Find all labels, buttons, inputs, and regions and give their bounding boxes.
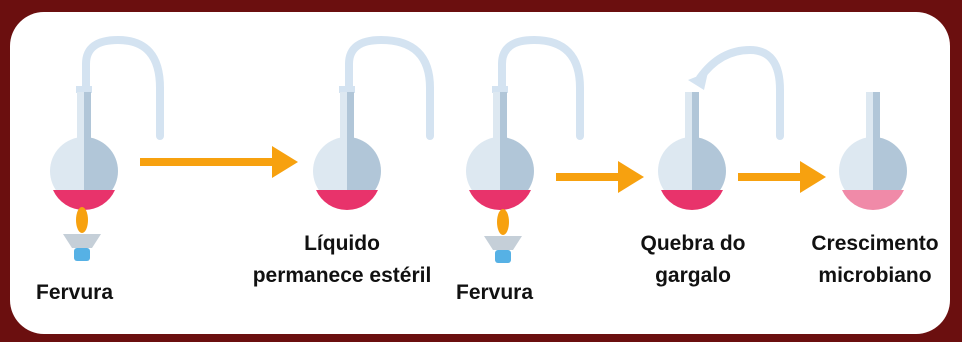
arrow-3 <box>738 161 826 193</box>
flask-2-swan-neck <box>313 35 434 211</box>
step-4-label-line-2: gargalo <box>655 264 731 287</box>
step-2-label-line-2: permanece estéril <box>252 264 432 287</box>
step-2-label-line-1: Líquido <box>304 232 380 255</box>
contaminated-liquid <box>842 190 904 211</box>
flask-1-swan-neck <box>50 35 164 211</box>
step-1-label: Fervura <box>36 281 114 304</box>
flame-icon <box>497 209 509 235</box>
flask-4-broken-neck <box>658 45 784 211</box>
bunsen-burner-2 <box>484 209 522 263</box>
step-5-label: Crescimento microbiano <box>795 228 955 292</box>
step-5-label-line-2: microbiano <box>818 264 932 287</box>
flask-5-open <box>839 92 907 211</box>
step-2-label: Líquido permanece estéril <box>222 228 462 292</box>
bunsen-burner-1 <box>63 207 101 261</box>
flame-icon <box>76 207 88 233</box>
arrow-1 <box>140 146 298 178</box>
step-4-label-line-1: Quebra do <box>640 232 746 255</box>
flask-3-swan-neck <box>466 35 584 211</box>
sterile-liquid-1 <box>53 190 115 211</box>
arrow-2 <box>556 161 644 193</box>
step-3-label: Fervura <box>456 281 534 304</box>
step-5-label-line-1: Crescimento <box>811 232 939 255</box>
sterile-liquid-3 <box>469 190 531 211</box>
sterile-liquid-4 <box>661 190 723 211</box>
step-4-label: Quebra do gargalo <box>618 228 768 292</box>
sterile-liquid-2 <box>316 190 378 211</box>
